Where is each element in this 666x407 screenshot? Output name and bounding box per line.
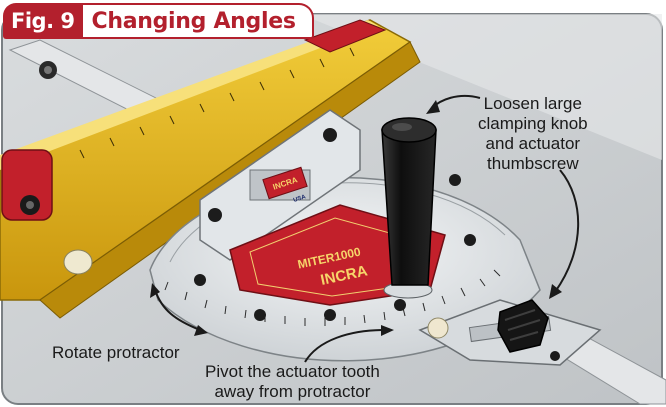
arrow-rotate-head-bottom — [194, 325, 208, 336]
bracket-badge: INCRA USA — [262, 166, 308, 204]
callout-arrows — [150, 94, 580, 363]
arrow-pivot-head — [381, 325, 394, 336]
arrow-rotate-head-top — [150, 283, 160, 298]
figure-title-tab: Fig. 9 Changing Angles — [3, 3, 314, 39]
badge-made-in: USA — [293, 194, 308, 204]
figure-number: Fig. 9 — [3, 3, 84, 39]
callout-pivot-line: away from protractor — [214, 382, 371, 401]
arrow-pivot — [304, 329, 386, 363]
callout-loosen-line: Loosen large — [483, 94, 582, 113]
clamping-knob — [381, 117, 437, 299]
fence-ruler — [79, 47, 355, 159]
figure-title: Changing Angles — [83, 3, 314, 39]
callout-rotate: Rotate protractor — [52, 343, 180, 362]
arrow-rotate — [154, 289, 201, 331]
arrow-to-thumbscrew — [554, 169, 580, 293]
callout-pivot-line: Pivot the actuator tooth — [205, 362, 380, 381]
arrow-to-knob-head — [426, 100, 440, 114]
actuator-thumbscrew — [418, 299, 602, 366]
arrow-to-thumbscrew-head — [549, 284, 562, 299]
callout-loosen: Loosen large clamping knob and actuator … — [478, 94, 588, 174]
callout-loosen-line: clamping knob — [478, 114, 588, 133]
flip-stop — [1, 149, 53, 221]
callout-pivot: Pivot the actuator tooth away from protr… — [205, 362, 380, 402]
callout-loosen-line: thumbscrew — [486, 154, 579, 173]
callout-loosen-line: and actuator — [485, 134, 581, 153]
